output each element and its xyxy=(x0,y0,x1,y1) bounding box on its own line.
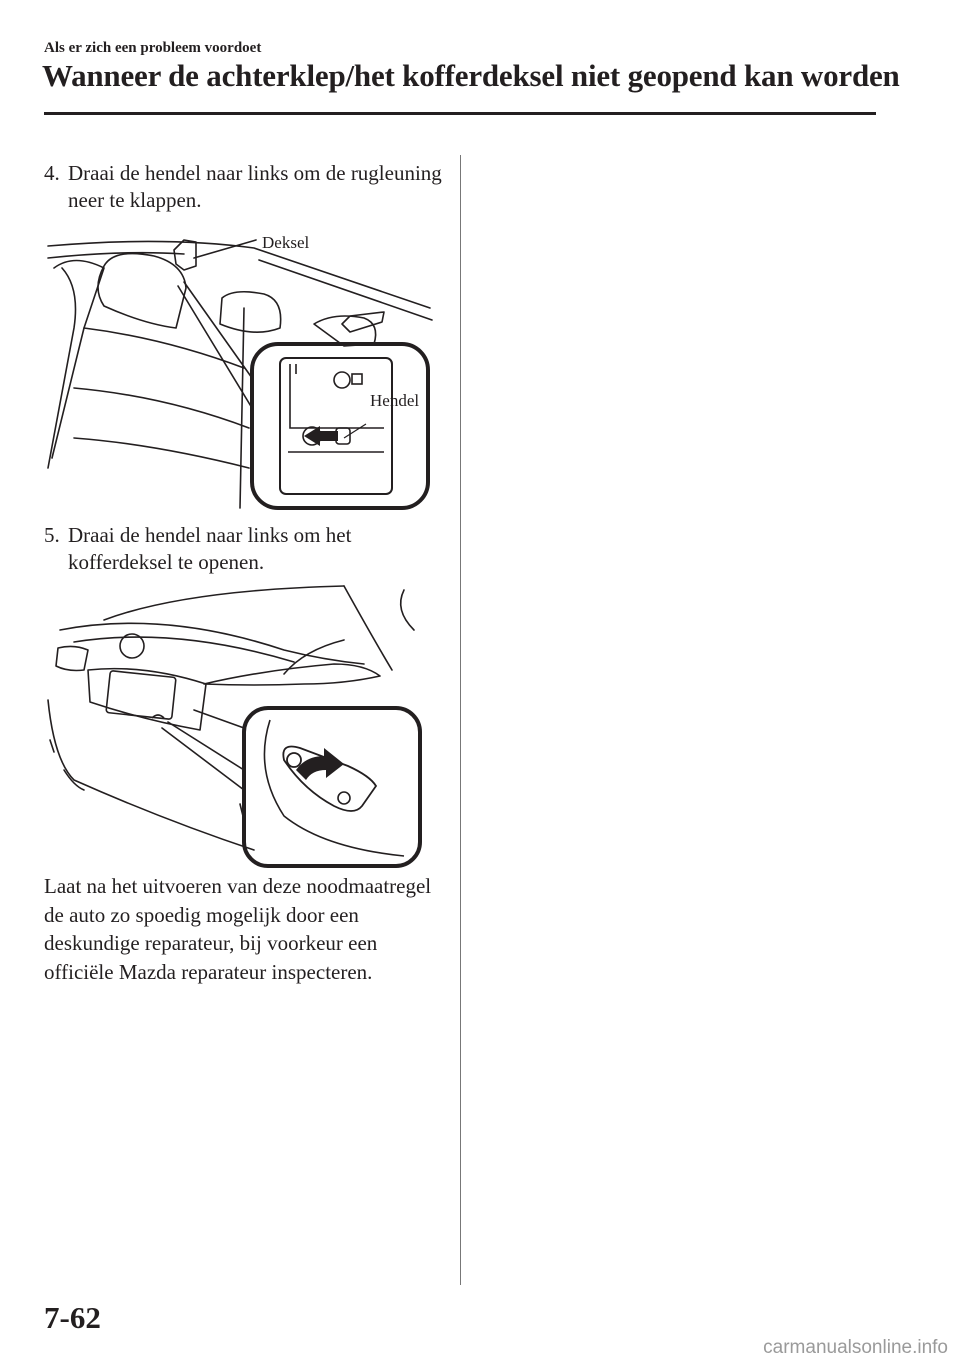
note-paragraph: Laat na het uitvoeren van deze noodmaatr… xyxy=(44,874,432,984)
label-deksel: Deksel xyxy=(262,233,309,252)
column-divider xyxy=(460,155,461,1285)
rear-seat-illustration: Deksel Hendel xyxy=(47,233,433,510)
page-title: Wanneer de achterklep/het kofferdeksel n… xyxy=(42,58,900,93)
label-hendel: Hendel xyxy=(370,391,419,410)
page-number: 7-62 xyxy=(44,1300,101,1335)
step-text: Draai de hendel naar links om de rugleun… xyxy=(68,161,442,212)
section-label: Als er zich een probleem voordoet xyxy=(44,40,262,56)
trunk-lid-illustration xyxy=(47,585,422,868)
watermark: carmanualsonline.info xyxy=(763,1337,948,1358)
step-text: Draai de hendel naar links om het koffer… xyxy=(68,523,352,574)
title-rule xyxy=(44,112,876,115)
step-number: 4. xyxy=(44,161,60,185)
figure-trunk-lid xyxy=(44,580,436,870)
figure-rear-seat: Deksel Hendel xyxy=(44,228,436,516)
step-number: 5. xyxy=(44,523,60,547)
